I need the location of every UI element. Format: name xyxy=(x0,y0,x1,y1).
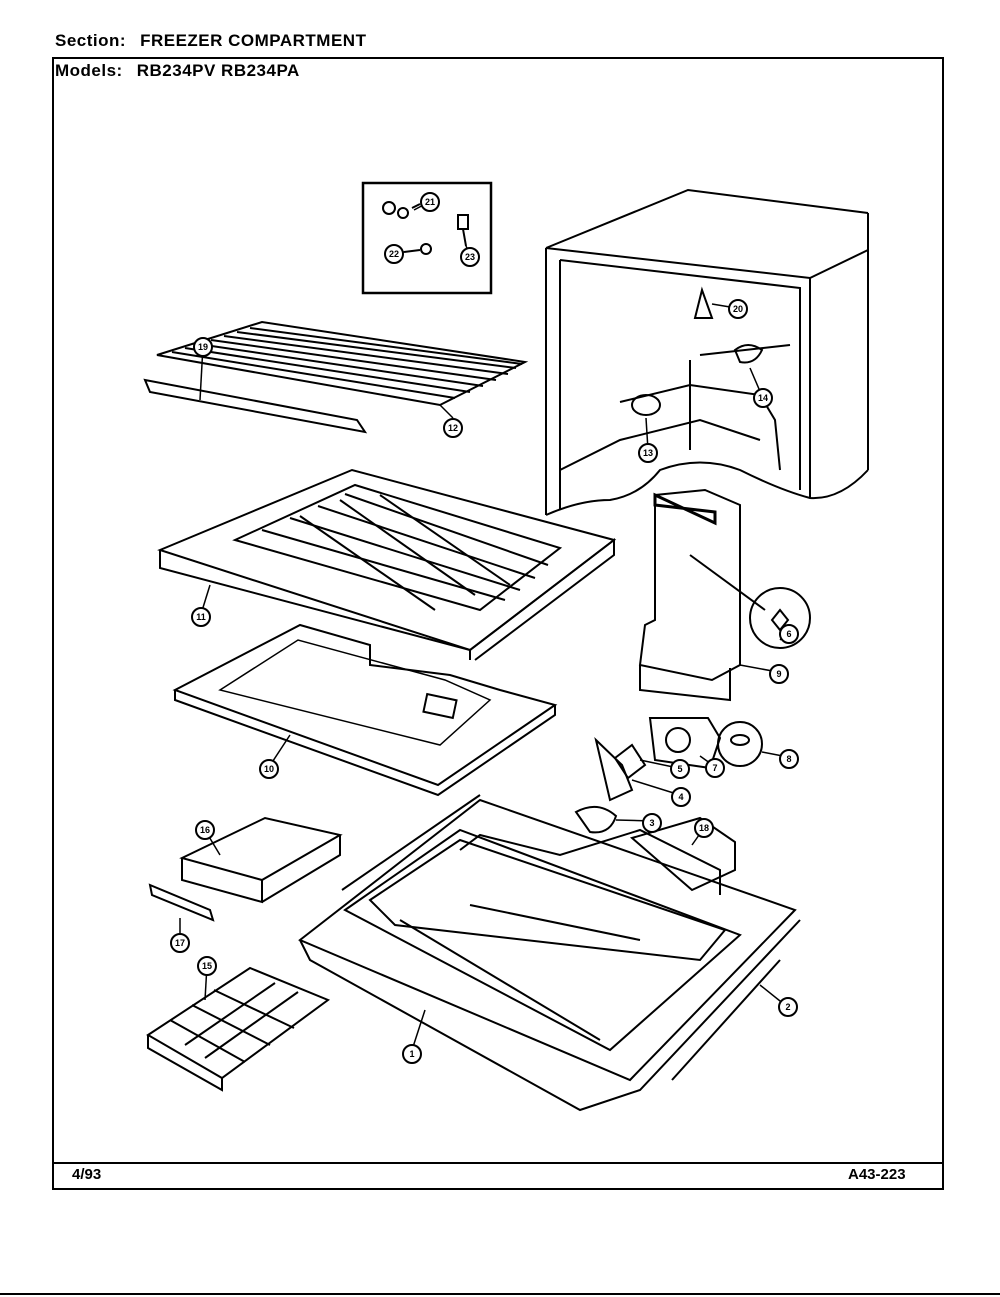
hardware-inset xyxy=(361,181,493,295)
callout-circle-20 xyxy=(728,299,748,319)
section-header: Section: FREEZER COMPARTMENT xyxy=(55,31,366,51)
callout-circle-10 xyxy=(259,759,279,779)
wire-shelf xyxy=(143,320,529,434)
callout-circle-5 xyxy=(670,759,690,779)
callout-circle-11 xyxy=(191,607,211,627)
callout-circle-23 xyxy=(460,247,480,267)
callout-label-16: 16 xyxy=(200,825,210,835)
callout-label-7: 7 xyxy=(712,763,717,773)
freezer-liner xyxy=(298,794,801,1112)
callout-label-21: 21 xyxy=(425,197,435,207)
callout-label-6: 6 xyxy=(786,629,791,639)
models-value: RB234PV RB234PA xyxy=(136,61,300,80)
callout-label-15: 15 xyxy=(202,961,212,971)
callout-label-12: 12 xyxy=(448,423,458,433)
callout-circle-8 xyxy=(779,749,799,769)
leader-lines xyxy=(179,201,789,1051)
callout-label-13: 13 xyxy=(643,448,653,458)
callout-circle-12 xyxy=(443,418,463,438)
callout-label-23: 23 xyxy=(465,252,475,262)
callout-circle-9 xyxy=(769,664,789,684)
callout-circle-16 xyxy=(195,820,215,840)
callout-circle-13 xyxy=(638,443,658,463)
callout-label-22: 22 xyxy=(389,249,399,259)
ice-tray xyxy=(146,966,331,1092)
callout-circle-22 xyxy=(384,244,404,264)
evaporator-cover xyxy=(172,623,558,797)
callout-circle-17 xyxy=(170,933,190,953)
page-bottom-rule xyxy=(0,1293,1000,1295)
callout-circle-21 xyxy=(420,192,440,212)
callout-label-5: 5 xyxy=(677,764,682,774)
footer-code: A43-223 xyxy=(848,1166,906,1183)
callout-circle-19 xyxy=(193,337,213,357)
footer-date: 4/93 xyxy=(72,1166,102,1183)
callout-circle-4 xyxy=(671,787,691,807)
callout-label-19: 19 xyxy=(198,342,208,352)
callout-label-20: 20 xyxy=(733,304,743,314)
callout-label-3: 3 xyxy=(649,818,654,828)
ice-bucket xyxy=(148,816,343,922)
callout-label-18: 18 xyxy=(699,823,709,833)
callout-label-14: 14 xyxy=(758,393,768,403)
section-label: Section: xyxy=(55,31,127,50)
models-label: Models: xyxy=(55,61,123,80)
freezer-cabinet xyxy=(545,188,869,516)
callout-label-11: 11 xyxy=(196,612,206,622)
callout-label-17: 17 xyxy=(175,938,185,948)
shelf-assembly xyxy=(157,468,617,661)
callout-circle-18 xyxy=(694,818,714,838)
section-value: FREEZER COMPARTMENT xyxy=(140,31,367,50)
callout-circle-14 xyxy=(753,388,773,408)
callout-label-9: 9 xyxy=(776,669,781,679)
fan-assembly xyxy=(574,717,763,834)
callout-circle-15 xyxy=(197,956,217,976)
diagram-frame xyxy=(52,57,944,1190)
callout-label-8: 8 xyxy=(786,754,791,764)
footer-divider xyxy=(52,1162,944,1164)
callout-label-10: 10 xyxy=(264,764,274,774)
callout-label-1: 1 xyxy=(409,1049,414,1059)
callout-circle-3 xyxy=(642,813,662,833)
air-duct xyxy=(638,488,811,702)
callout-circle-2 xyxy=(778,997,798,1017)
callout-circle-7 xyxy=(705,758,725,778)
callout-label-2: 2 xyxy=(785,1002,790,1012)
callout-circle-1 xyxy=(402,1044,422,1064)
models-header: Models: RB234PV RB234PA xyxy=(55,61,300,81)
callout-circle-6 xyxy=(779,624,799,644)
callout-label-4: 4 xyxy=(678,792,683,802)
